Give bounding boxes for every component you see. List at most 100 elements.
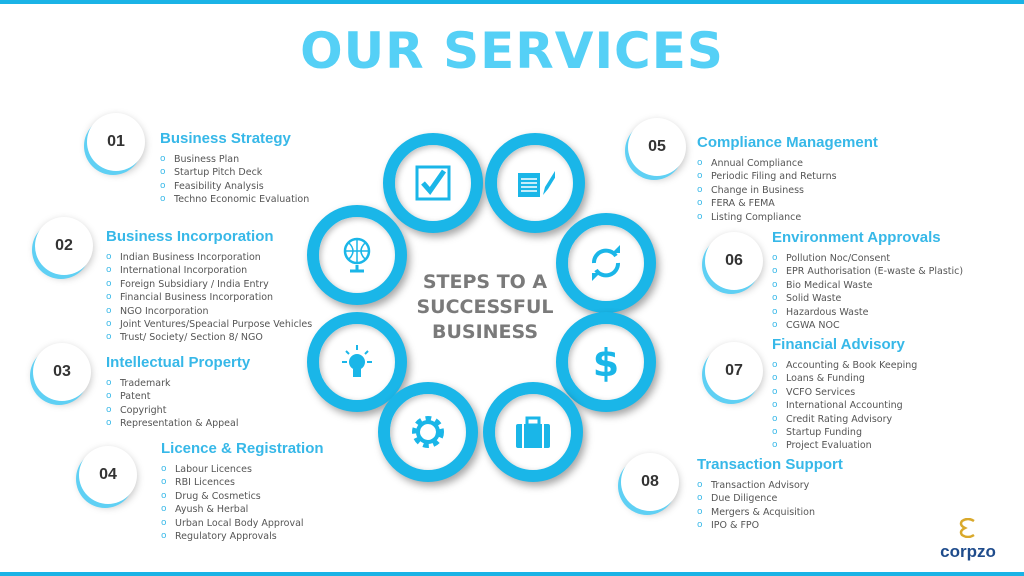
center-line: BUSINESS [431, 321, 539, 343]
service-item: Labour Licences [161, 463, 324, 477]
service-item: Trust/ Society/ Section 8/ NGO [106, 331, 312, 345]
checkbox-icon [415, 165, 451, 201]
service-item: International Incorporation [106, 264, 312, 278]
section-title: Environment Approvals [772, 229, 941, 246]
service-item: EPR Authorisation (E-waste & Plastic) [772, 265, 963, 279]
lightbulb-icon [342, 345, 372, 377]
refresh-circle [556, 213, 656, 313]
service-item: Solid Waste [772, 292, 963, 306]
section: Environment ApprovalsPollution Noc/Conse… [772, 229, 963, 333]
section-title: Intellectual Property [106, 354, 251, 371]
service-item: Ayush & Herbal [161, 503, 324, 517]
service-item: IPO & FPO [697, 519, 843, 533]
section: Licence & RegistrationLabour LicencesRBI… [161, 440, 324, 544]
service-item: Indian Business Incorporation [106, 251, 312, 265]
service-item: Loans & Funding [772, 372, 917, 386]
service-list: Labour LicencesRBI LicencesDrug & Cosmet… [161, 463, 324, 544]
service-item: Accounting & Book Keeping [772, 359, 917, 373]
section: Financial AdvisoryAccounting & Book Keep… [772, 336, 917, 453]
service-item: Feasibility Analysis [160, 180, 309, 194]
service-item: Urban Local Body Approval [161, 517, 324, 531]
service-item: Drug & Cosmetics [161, 490, 324, 504]
badge-01: 01 [87, 113, 145, 171]
page-title: OUR SERVICES [300, 22, 724, 80]
notepad-pencil-icon [518, 171, 555, 197]
service-item: Joint Ventures/Speacial Purpose Vehicles [106, 318, 312, 332]
refresh-icon [591, 245, 621, 281]
section: Business StrategyBusiness PlanStartup Pi… [160, 130, 309, 207]
service-item: Techno Economic Evaluation [160, 193, 309, 207]
service-item: Transaction Advisory [697, 479, 843, 493]
service-list: Annual CompliancePeriodic Filing and Ret… [697, 157, 878, 224]
service-item: Change in Business [697, 184, 878, 198]
bottom-bar [0, 572, 1024, 576]
section-title: Financial Advisory [772, 336, 905, 353]
service-item: Trademark [106, 377, 250, 391]
checkbox-circle [383, 133, 483, 233]
service-item: Listing Compliance [697, 211, 878, 225]
corpzo-logo-icon [959, 517, 975, 539]
service-item: International Accounting [772, 399, 917, 413]
badge-05: 05 [628, 118, 686, 176]
service-item: Foreign Subsidiary / India Entry [106, 278, 312, 292]
service-item: Due Diligence [697, 492, 843, 506]
badge-06: 06 [705, 232, 763, 290]
service-item: Regulatory Approvals [161, 530, 324, 544]
service-list: Business PlanStartup Pitch DeckFeasibili… [160, 153, 309, 207]
corpzo-logo: corpzo [940, 517, 996, 562]
briefcase-circle [483, 382, 583, 482]
service-item: Hazardous Waste [772, 306, 963, 320]
service-item: RBI Licences [161, 476, 324, 490]
service-item: Periodic Filing and Returns [697, 170, 878, 184]
section-title: Business Incorporation [106, 228, 274, 245]
svg-text:$: $ [593, 342, 619, 382]
service-item: Pollution Noc/Consent [772, 252, 963, 266]
globe-circle [307, 205, 407, 305]
section-title: Transaction Support [697, 456, 843, 473]
section: Transaction SupportTransaction AdvisoryD… [697, 456, 843, 533]
service-list: Indian Business IncorporationInternation… [106, 251, 312, 345]
badge-04: 04 [79, 446, 137, 504]
section: Compliance ManagementAnnual CompliancePe… [697, 134, 878, 224]
top-bar [0, 0, 1024, 4]
service-item: Copyright [106, 404, 250, 418]
service-item: CGWA NOC [772, 319, 963, 333]
section-title: Compliance Management [697, 134, 878, 151]
badge-03: 03 [33, 343, 91, 401]
dollar-icon: $ [593, 342, 619, 382]
service-item: Representation & Appeal [106, 417, 250, 431]
service-item: Project Evaluation [772, 439, 917, 453]
service-list: TrademarkPatentCopyrightRepresentation &… [106, 377, 250, 431]
center-caption: STEPS TO A SUCCESSFUL BUSINESS [400, 270, 570, 345]
gear-circle [378, 382, 478, 482]
service-item: NGO Incorporation [106, 305, 312, 319]
center-line: STEPS TO A [422, 271, 548, 293]
service-item: Annual Compliance [697, 157, 878, 171]
globe-icon [343, 237, 371, 273]
service-item: VCFO Services [772, 386, 917, 400]
service-list: Accounting & Book KeepingLoans & Funding… [772, 359, 917, 453]
section-title: Business Strategy [160, 130, 291, 147]
service-item: Credit Rating Advisory [772, 413, 917, 427]
service-list: Transaction AdvisoryDue DiligenceMergers… [697, 479, 843, 533]
dollar-circle: $ [556, 312, 656, 412]
badge-07: 07 [705, 342, 763, 400]
gear-icon [412, 416, 444, 448]
center-line: SUCCESSFUL [416, 296, 554, 318]
section: Intellectual PropertyTrademarkPatentCopy… [106, 354, 250, 431]
service-item: Mergers & Acquisition [697, 506, 843, 520]
service-item: Financial Business Incorporation [106, 291, 312, 305]
badge-08: 08 [621, 453, 679, 511]
service-list: Pollution Noc/ConsentEPR Authorisation (… [772, 252, 963, 333]
service-item: Startup Funding [772, 426, 917, 440]
section-title: Licence & Registration [161, 440, 324, 457]
badge-02: 02 [35, 217, 93, 275]
service-item: Startup Pitch Deck [160, 166, 309, 180]
service-item: Bio Medical Waste [772, 279, 963, 293]
briefcase-icon [516, 416, 550, 448]
service-item: Business Plan [160, 153, 309, 167]
notepad-circle [485, 133, 585, 233]
service-item: Patent [106, 390, 250, 404]
brand-name: corpzo [940, 542, 996, 561]
service-item: FERA & FEMA [697, 197, 878, 211]
